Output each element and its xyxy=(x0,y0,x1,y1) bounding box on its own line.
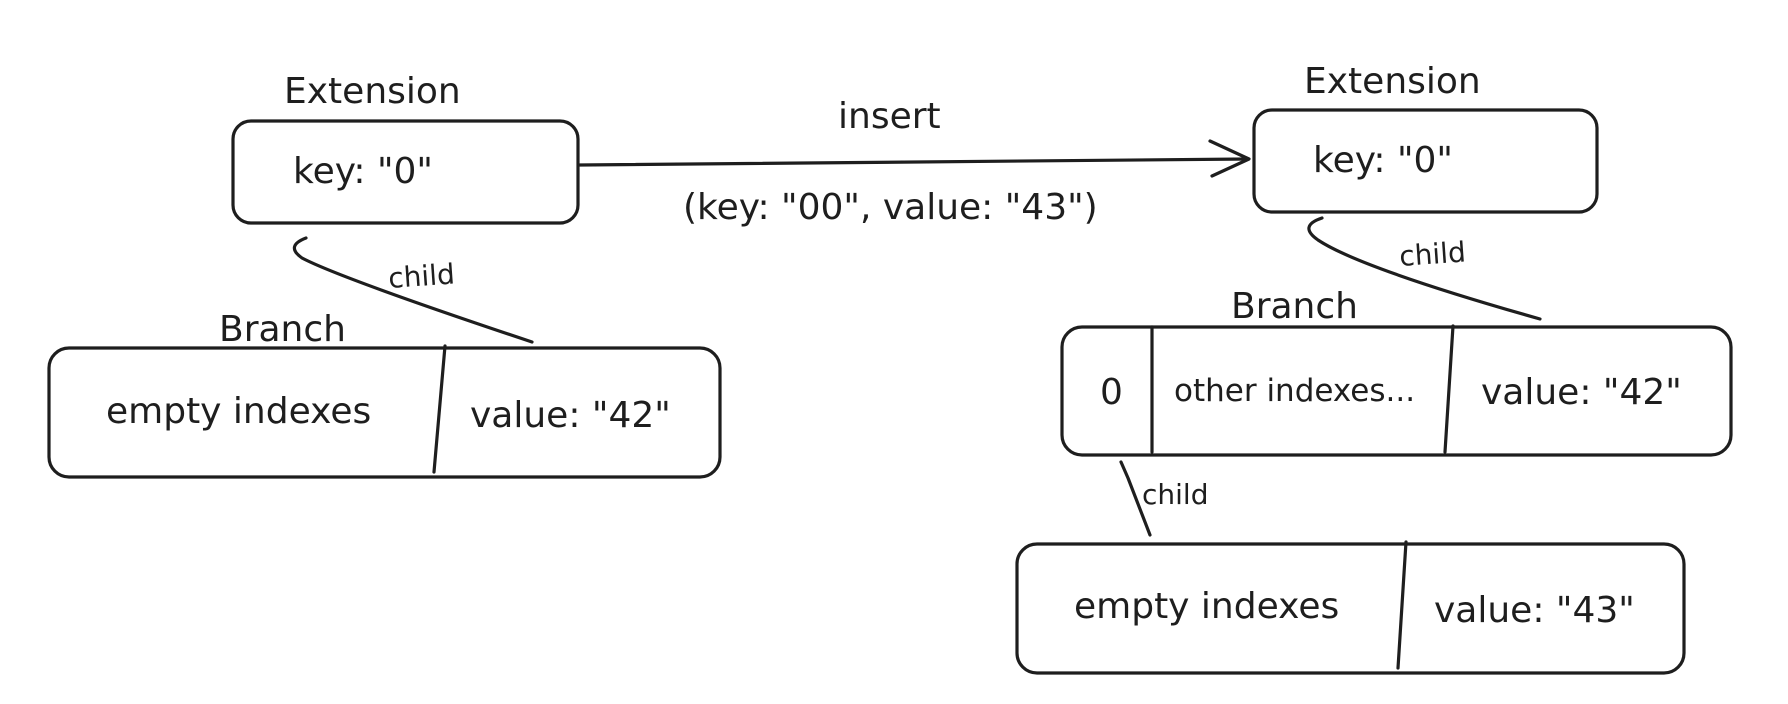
right-branch-child-edge-line xyxy=(1119,460,1152,537)
left-branch-divider xyxy=(432,344,447,474)
left-branch-node: Branch empty indexes value: "42" xyxy=(47,309,722,479)
insert-arrow-shaft xyxy=(578,157,1250,167)
right-branch-index-0: 0 xyxy=(1100,372,1123,413)
insert-operation: insert (key: "00", value: "43") xyxy=(578,96,1251,228)
right-child-branch-value-cell: value: "43" xyxy=(1434,590,1635,631)
right-child-edge-label: child xyxy=(1398,235,1467,273)
insert-label: insert xyxy=(838,96,941,137)
left-child-edge-label: child xyxy=(387,257,456,295)
right-branch-node: Branch 0 other indexes... value: "42" xyxy=(1060,286,1733,457)
right-extension-key: key: "0" xyxy=(1313,140,1453,181)
right-child-branch-box xyxy=(1015,542,1686,675)
right-branch-value-cell: value: "42" xyxy=(1481,372,1682,413)
left-extension-title: Extension xyxy=(284,71,461,112)
insert-args: (key: "00", value: "43") xyxy=(683,187,1098,228)
right-child-branch-node: empty indexes value: "43" xyxy=(1015,540,1686,675)
right-child-edge: child xyxy=(1307,216,1542,321)
insert-arrow-head xyxy=(1208,139,1251,178)
right-tree: Extension key: "0" child Branch 0 other … xyxy=(1015,61,1733,675)
left-child-edge-line xyxy=(292,236,534,344)
left-extension-key: key: "0" xyxy=(293,151,433,192)
left-branch-title: Branch xyxy=(219,309,346,350)
right-child-edge-line xyxy=(1307,216,1542,321)
left-branch-box xyxy=(47,346,722,479)
left-branch-indexes-cell: empty indexes xyxy=(106,391,371,432)
right-branch-child-edge: child xyxy=(1119,460,1208,537)
right-extension-box xyxy=(1252,108,1599,214)
left-extension-node: Extension key: "0" xyxy=(231,71,580,225)
right-extension-title: Extension xyxy=(1304,61,1481,102)
right-branch-title: Branch xyxy=(1231,286,1358,327)
right-branch-divider-2 xyxy=(1443,324,1455,454)
right-extension-node: Extension key: "0" xyxy=(1252,61,1599,214)
right-child-branch-divider xyxy=(1396,540,1408,670)
left-child-edge: child xyxy=(292,236,534,344)
right-child-branch-indexes-cell: empty indexes xyxy=(1074,586,1339,627)
left-tree: Extension key: "0" child Branch empty in… xyxy=(47,71,722,479)
left-extension-box xyxy=(231,119,580,225)
right-branch-other-indexes: other indexes... xyxy=(1174,373,1415,409)
left-branch-value-cell: value: "42" xyxy=(470,395,671,436)
right-branch-box xyxy=(1060,325,1733,457)
right-branch-child-edge-label: child xyxy=(1142,478,1208,511)
